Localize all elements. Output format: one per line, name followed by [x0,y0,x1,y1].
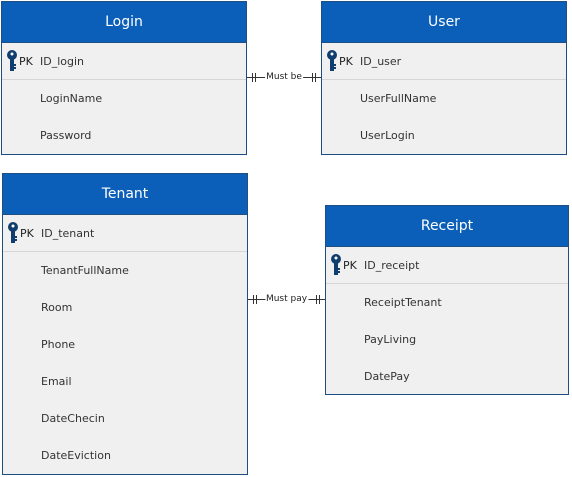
entity-title: Tenant [3,174,247,215]
field-name: TenantFullName [41,264,129,277]
entity-title: Login [2,2,246,43]
one-marker [316,295,317,304]
pk-row: PK ID_receipt [326,247,568,284]
entity-title: Receipt [326,206,568,247]
field-name: ReceiptTenant [364,296,442,309]
field-row: UserFullName [322,80,566,117]
key-icon [8,222,18,243]
field-row: DateChecin [3,400,247,437]
entity-title: User [322,2,566,43]
field-row: Password [2,117,246,154]
field-row: Email [3,363,247,400]
one-marker [252,73,253,82]
field-row: UserLogin [322,117,566,154]
pk-label: PK [20,226,34,240]
pk-field: ID_login [40,54,85,68]
field-name: DatePay [364,370,410,383]
one-marker [319,295,320,304]
field-name: Phone [41,338,76,351]
pk-label: PK [339,54,353,68]
field-row: DateEviction [3,437,247,474]
field-name: UserFullName [360,92,437,105]
relationship-label: Must pay [264,293,309,305]
one-marker [256,295,257,304]
pk-row: PK ID_tenant [3,215,247,252]
pk-field: ID_tenant [41,226,95,240]
field-row: DatePay [326,358,568,395]
one-marker [312,73,313,82]
field-row: Room [3,289,247,326]
entity-tenant: Tenant PK ID_tenant TenantFullName Room … [2,173,248,475]
field-row: Phone [3,326,247,363]
pk-row: PK ID_login [2,43,246,80]
key-icon [327,50,337,71]
pk-field: ID_user [360,54,402,68]
entity-receipt: Receipt PK ID_receipt ReceiptTenant PayL… [325,205,569,395]
pk-row: PK ID_user [322,43,566,80]
entity-login: Login PK ID_login LoginName Password [1,1,247,155]
one-marker [315,73,316,82]
key-icon [331,254,341,275]
field-name: UserLogin [360,129,415,142]
field-row: PayLiving [326,321,568,358]
relationship-label: Must be [265,71,303,83]
relationship-login-user: Must be [247,71,321,83]
field-name: LoginName [40,92,103,105]
field-name: PayLiving [364,333,417,346]
entity-user: User PK ID_user UserFullName UserLogin [321,1,567,155]
field-name: DateEviction [41,449,111,462]
field-row: ReceiptTenant [326,284,568,321]
pk-field: ID_receipt [364,258,420,272]
pk-label: PK [343,258,357,272]
relationship-tenant-receipt: Must pay [248,293,325,305]
field-name: DateChecin [41,412,105,425]
key-icon [7,50,17,71]
field-name: Email [41,375,72,388]
pk-label: PK [19,54,33,68]
one-marker [253,295,254,304]
field-name: Password [40,129,92,142]
field-row: TenantFullName [3,252,247,289]
field-row: LoginName [2,80,246,117]
one-marker [255,73,256,82]
field-name: Room [41,301,73,314]
